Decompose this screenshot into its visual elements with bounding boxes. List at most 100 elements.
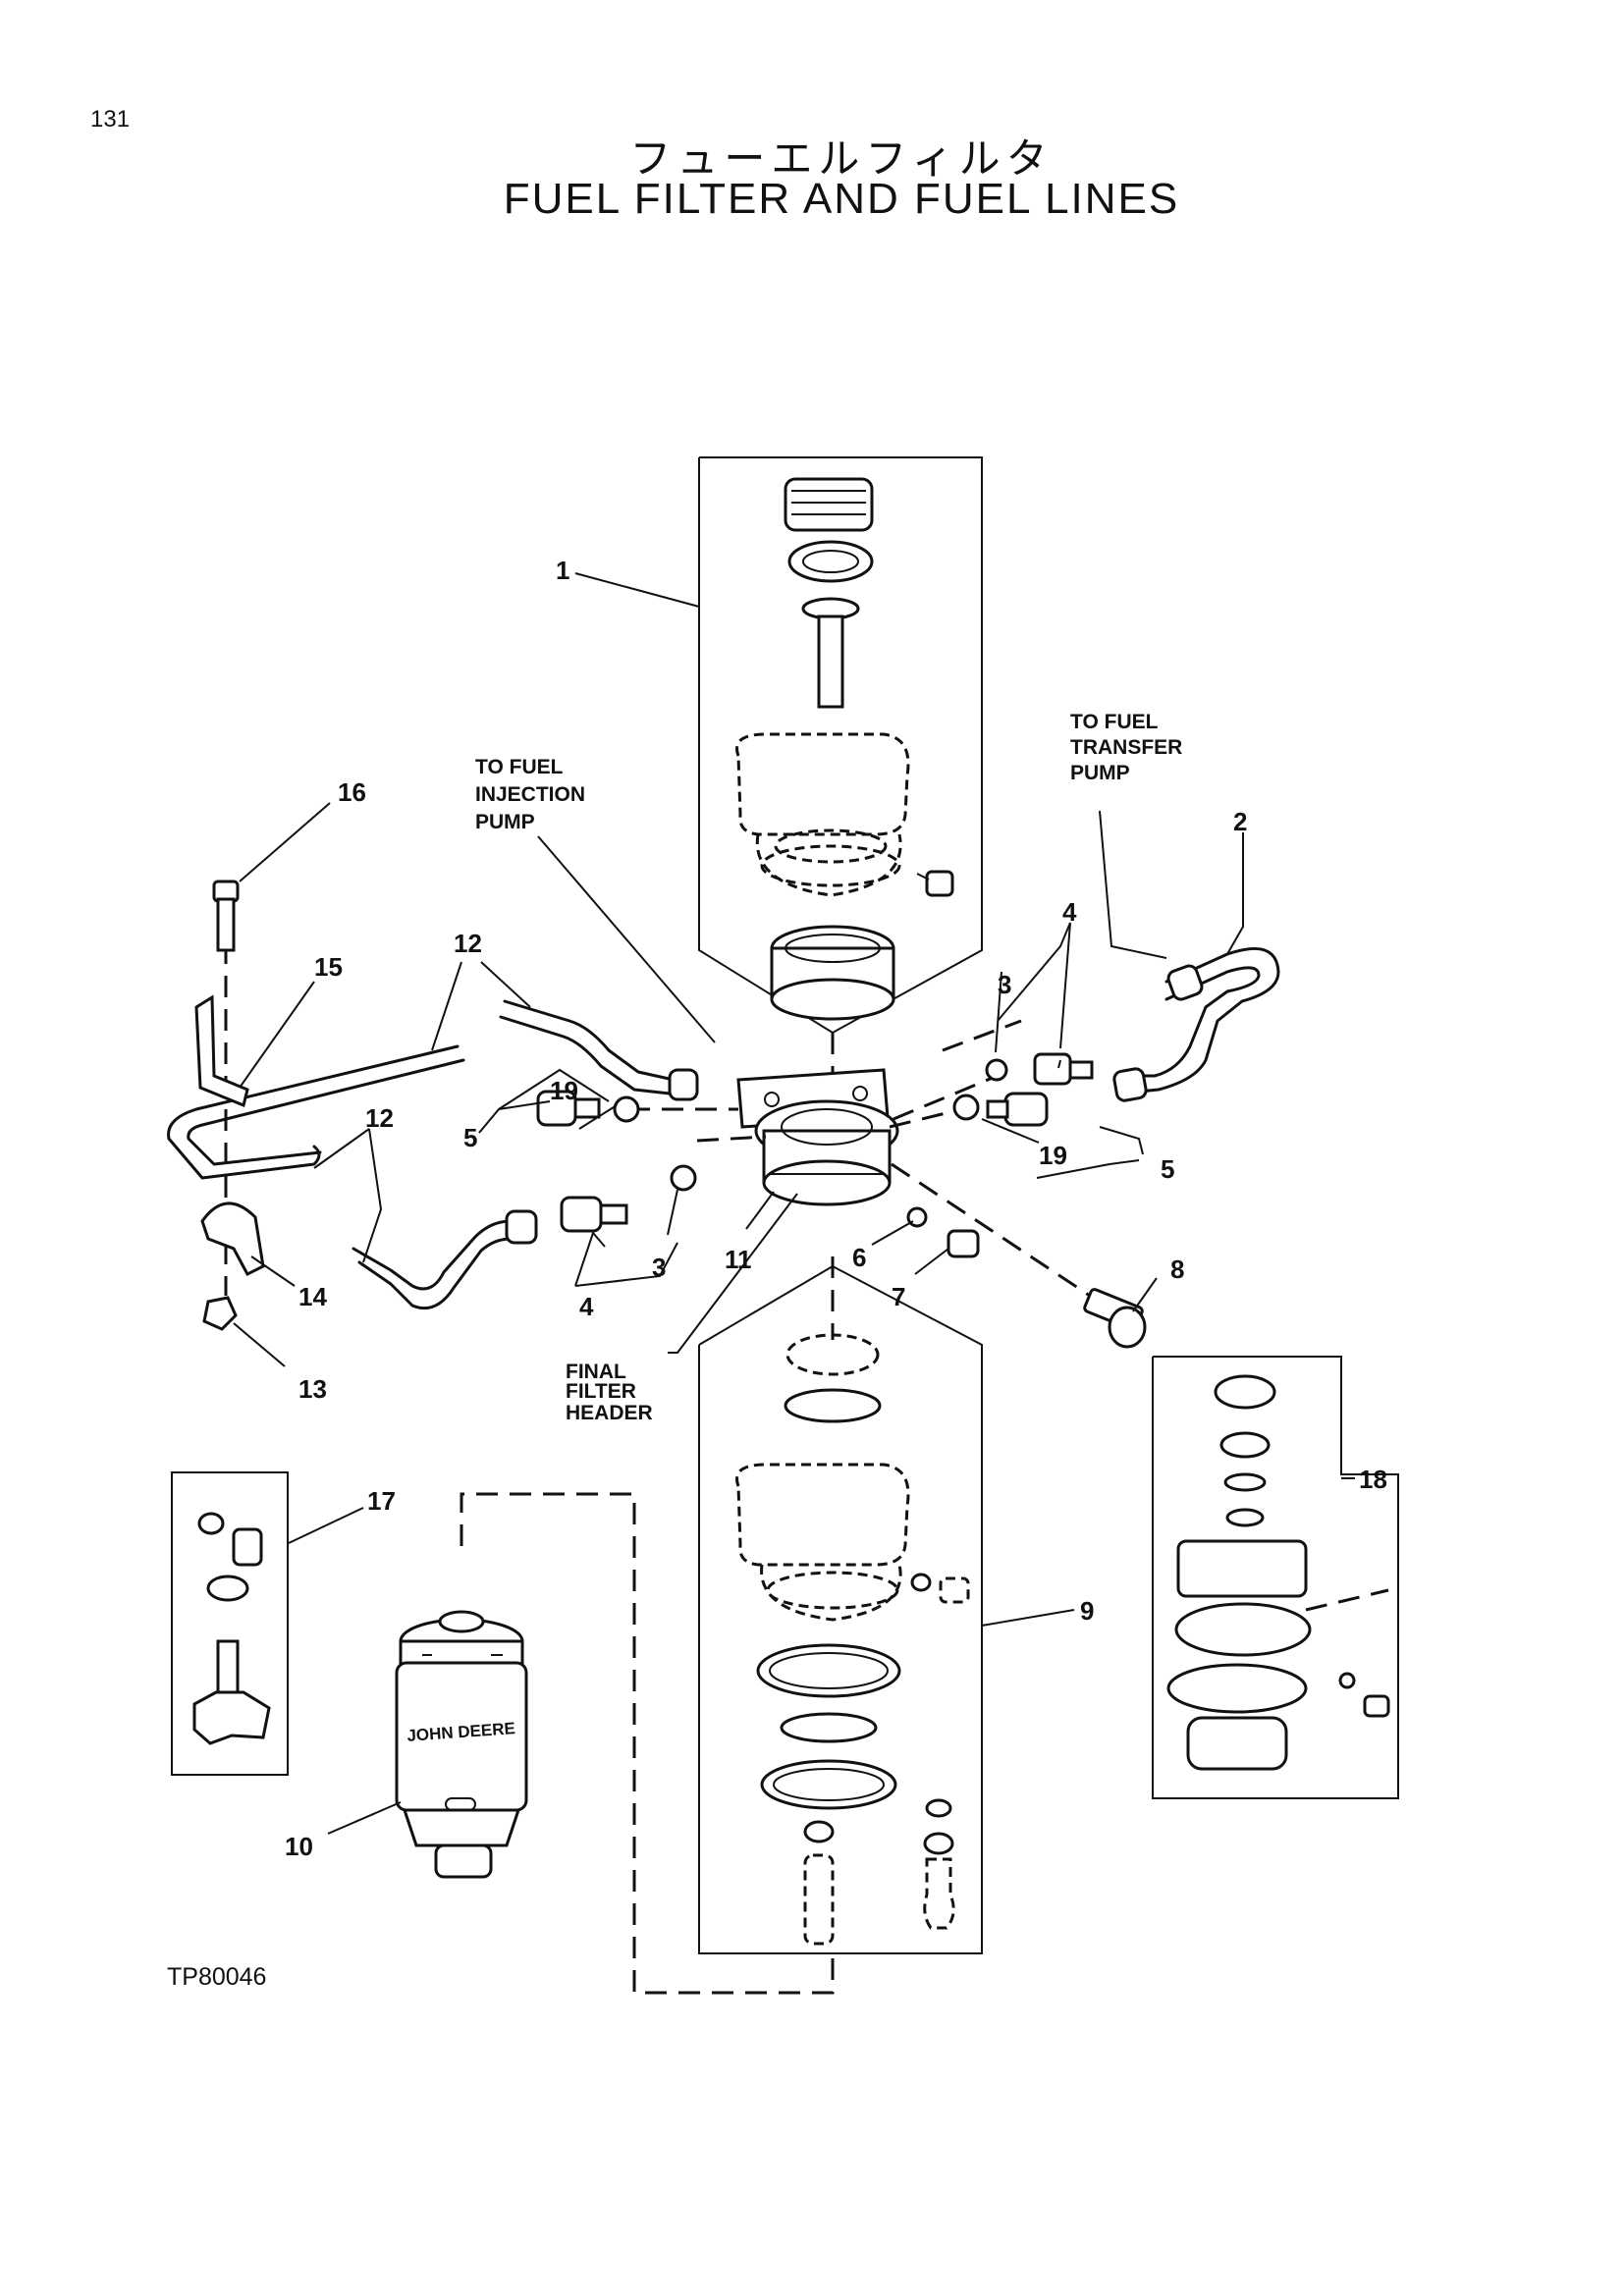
kit-17-o-ring: [197, 1512, 225, 1535]
kit-18-screw: [1363, 1694, 1390, 1718]
page-number: 131: [90, 106, 131, 133]
kit-17-plug: [232, 1527, 263, 1567]
clamp-14: [200, 1201, 265, 1276]
bolt-5-right: [1003, 1092, 1049, 1127]
callout-13: 13: [298, 1374, 327, 1404]
callout-10: 10: [285, 1832, 313, 1861]
washer-19-left: [613, 1095, 640, 1123]
note-transfer-line-1: TO FUEL: [1070, 711, 1159, 733]
fuel-line-12-lower: [352, 1219, 513, 1291]
leader-4-right-b: [1059, 922, 1071, 1049]
plug-7: [947, 1229, 980, 1258]
leader-15: [239, 981, 315, 1089]
ghost-seal-top: [785, 1333, 880, 1376]
leader-13: [233, 1322, 286, 1367]
gear-ring: [787, 540, 874, 583]
bracket-15: [194, 994, 249, 1108]
leader-2: [1226, 832, 1244, 955]
ghost-housing-lower: [755, 833, 902, 897]
header-base: [762, 1159, 892, 1206]
line-nut-injection: [668, 1068, 699, 1101]
seal-bowl-inner: [773, 1768, 885, 1801]
leader-12-d: [362, 1128, 383, 1263]
callout-14: 14: [298, 1282, 327, 1311]
fitting-4-right: [1033, 1052, 1072, 1086]
callout-labels: 1 2 3 3 4 4 5 5 6 7 8 9 10 11 12 12 13 1…: [285, 556, 1387, 1861]
ghost-drain-plug: [803, 1853, 835, 1946]
fuel-line-12-upper-inner: [187, 1058, 465, 1166]
note-header-line-3: HEADER: [566, 1402, 653, 1424]
callout-6: 6: [852, 1243, 866, 1272]
ghost-bleed-screw: [939, 1576, 970, 1604]
callout-18: 18: [1359, 1465, 1387, 1494]
kit-17-knob: [192, 1690, 271, 1745]
ghost-drain-valve: [923, 1857, 955, 1930]
leader-3-left: [667, 1189, 678, 1236]
kit-18-ring: [1223, 1472, 1267, 1492]
line-nut-lower-left: [505, 1209, 538, 1245]
element-top-band: [399, 1639, 524, 1667]
washer-3-right: [985, 1058, 1008, 1082]
fuel-line-transfer-pump: [1137, 946, 1280, 1094]
leader-11: [745, 1191, 775, 1230]
ghost-lower-housing-base: [760, 1564, 902, 1622]
bracket-hole-left: [764, 1092, 780, 1107]
callout-19-left: 19: [550, 1076, 578, 1105]
leader-10: [327, 1801, 402, 1835]
callout-16: 16: [338, 777, 366, 807]
element-base: [402, 1808, 521, 1847]
retaining-ring-inner: [785, 934, 881, 963]
leader-filter-header: [668, 1193, 798, 1354]
cap-ridges: [791, 490, 866, 515]
leader-19-left: [578, 1104, 618, 1130]
kit-18-ring-lower: [1166, 1663, 1308, 1714]
leader-16: [239, 802, 331, 882]
filter-cap: [784, 477, 874, 532]
fitting-4-left-thread: [599, 1203, 628, 1225]
callout-11: 11: [725, 1245, 752, 1274]
bolt-8-head: [1108, 1306, 1147, 1349]
ghost-housing-upper: [735, 732, 910, 836]
callout-2: 2: [1233, 807, 1247, 836]
leader-injection-pump: [537, 835, 716, 1043]
note-injection-pump: TO FUEL INJECTION PUMP: [475, 756, 585, 833]
bracket-hole-right: [852, 1086, 868, 1101]
guide-bolt-8: [891, 1162, 1091, 1298]
leader-transfer-pump: [1099, 810, 1167, 959]
kit-17-frame: [171, 1471, 289, 1776]
washer-small-a: [925, 1798, 952, 1818]
kit-18-frame: [1152, 1356, 1399, 1799]
leader-9: [981, 1609, 1075, 1627]
callout-3-left: 3: [652, 1253, 666, 1282]
note-header-line-2: FILTER: [566, 1380, 636, 1403]
leader-4-left-b: [574, 1242, 678, 1287]
fuel-line-injection-inner: [499, 1015, 672, 1095]
kit-18-gear: [1219, 1431, 1271, 1459]
seal-large-inner: [769, 1652, 889, 1689]
retaining-ring-base: [770, 978, 895, 1021]
element-port: [438, 1610, 485, 1633]
washer-3-left: [670, 1164, 697, 1192]
callout-4-left: 4: [579, 1292, 594, 1321]
o-ring-top: [784, 1388, 882, 1423]
filter-element: JOHN DEERE: [395, 1610, 528, 1879]
callout-5-left: 5: [463, 1123, 477, 1152]
washer-small-b: [923, 1832, 954, 1855]
leader-12-a: [431, 961, 462, 1051]
bleed-screw-thread: [916, 873, 930, 881]
callout-7: 7: [892, 1282, 905, 1311]
kit-18-bracket: [1176, 1539, 1308, 1598]
filter-header: [736, 1068, 899, 1206]
leader-4-right-c: [1057, 1059, 1061, 1069]
left-fuel-lines: [167, 999, 699, 1310]
callout-8: 8: [1170, 1255, 1184, 1284]
leader-12-b: [480, 961, 531, 1008]
leader-14: [250, 1255, 296, 1287]
fuel-line-transfer-pump-inner: [1137, 966, 1261, 1078]
callout-17: 17: [367, 1486, 396, 1516]
kit-17-group: [171, 1471, 289, 1776]
ghost-lower-ring: [766, 1571, 899, 1610]
kit-18-disc: [1225, 1508, 1265, 1527]
fuel-line-12-lower-inner: [357, 1237, 513, 1310]
